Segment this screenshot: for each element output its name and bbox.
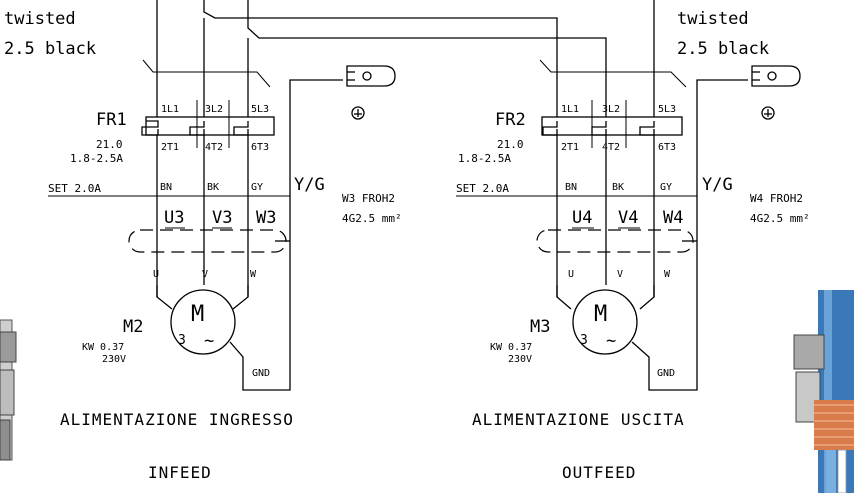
terminal-1l1: 1L1 [561,104,579,115]
ground-wire [631,240,698,391]
phase-label-u: U [568,269,574,280]
earth-color: Y/G [294,175,325,195]
winding-v: V3 [212,208,232,228]
winding-w: W3 [256,208,276,228]
overload-relay-fr2 [541,116,683,136]
motor-symbol: M [191,302,204,327]
outfeed-circuit: twisted 2.5 black 1L1 3L2 5L3 2T1 4T2 6T… [456,0,810,482]
earth-wire [289,79,343,240]
overload-relay-fr1 [145,116,275,136]
terminal-3l2: 3L2 [205,104,223,115]
infeed-circuit: twisted 2.5 black 1L1 3L2 5L3 [4,0,607,482]
terminal-2t1: 2T1 [561,142,579,153]
motor-ac: ~ [204,331,214,351]
cable-spec: 4G2.5 mm² [750,212,810,225]
earth-terminal-icon [346,65,396,87]
motor-name: M3 [530,317,550,337]
ground-wire [229,240,291,391]
wire-note-line2: 2.5 black [4,39,96,59]
earth-terminal-icon [751,65,801,87]
motor-symbol: M [594,302,607,327]
wire-note-leader [539,59,687,88]
wire-note-line1: twisted [4,9,76,29]
wire-color-gy: GY [251,182,263,193]
winding-u: U4 [572,208,592,228]
wire-note-line1: twisted [677,9,749,29]
cable-gland-picture-left [0,319,17,461]
phase-label-u: U [153,269,159,280]
caption-infeed-it: ALIMENTAZIONE INGRESSO [60,410,294,429]
motor-power: KW 0.37 [82,342,124,353]
winding-v: V4 [618,208,638,228]
caption-infeed-en: INFEED [148,463,212,482]
cable-spec: 4G2.5 mm² [342,212,402,225]
motor-phases: 3 [580,333,588,348]
motor-power: KW 0.37 [490,342,532,353]
earth-color: Y/G [702,175,733,195]
cable-id: W4 FROH2 [750,192,803,205]
wire-color-bk: BK [612,182,624,193]
phase-label-w: W [250,269,257,280]
motor-m3 [572,289,638,355]
supply-line-l2 [203,0,558,117]
motor-voltage: 230V [508,354,532,365]
terminal-2t1: 2T1 [161,142,179,153]
relay-setting: SET 2.0A [456,182,509,195]
protective-earth-icon [351,106,365,120]
motor-name: M2 [123,317,143,337]
wire-color-bn: BN [565,182,577,193]
relay-range: 1.8-2.5A [458,152,511,165]
relay-contact-1 [542,121,558,136]
wire-color-gy: GY [660,182,672,193]
relay-contact-2 [189,121,205,136]
earth-wire [696,79,748,240]
relay-contact-3 [233,121,249,136]
relay-setting: SET 2.0A [48,182,101,195]
phase-label-v: V [617,269,623,280]
relay-contact-2 [591,121,607,136]
motor-m2 [170,289,236,355]
terminal-5l3: 5L3 [658,104,676,115]
motor-phases: 3 [178,333,186,348]
winding-u: U3 [164,208,184,228]
terminal-4t2: 4T2 [205,142,223,153]
relay-code: 21.0 [497,138,524,151]
terminal-4t2: 4T2 [602,142,620,153]
relay-range: 1.8-2.5A [70,152,123,165]
cable-shield [536,229,694,253]
phase-label-w: W [664,269,671,280]
terminal-6t3: 6T3 [251,142,269,153]
wire-note-line2: 2.5 black [677,39,769,59]
motor-ac: ~ [606,331,616,351]
protective-earth-icon [761,106,775,120]
relay-name: FR2 [495,110,526,130]
cable-shield [128,229,287,253]
terminal-5l3: 5L3 [251,104,269,115]
phase-label-v: V [202,269,208,280]
caption-outfeed-it: ALIMENTAZIONE USCITA [472,410,685,429]
relay-code: 21.0 [96,138,123,151]
supply-line-l3 [247,0,607,117]
terminal-3l2: 3L2 [602,104,620,115]
relay-contact-3 [639,121,655,136]
motor-voltage: 230V [102,354,126,365]
caption-outfeed-en: OUTFEED [562,463,636,482]
terminal-1l1: 1L1 [161,104,179,115]
terminal-6t3: 6T3 [658,142,676,153]
relay-contact-1 [141,120,159,136]
cable-id: W3 FROH2 [342,192,395,205]
relay-name: FR1 [96,110,127,130]
wire-color-bk: BK [207,182,219,193]
wire-note-leader [142,59,271,88]
ground-label: GND [252,368,270,379]
wire-color-bn: BN [160,182,172,193]
cable-gland-picture-right [793,290,854,493]
winding-w: W4 [663,208,683,228]
ground-label: GND [657,368,675,379]
